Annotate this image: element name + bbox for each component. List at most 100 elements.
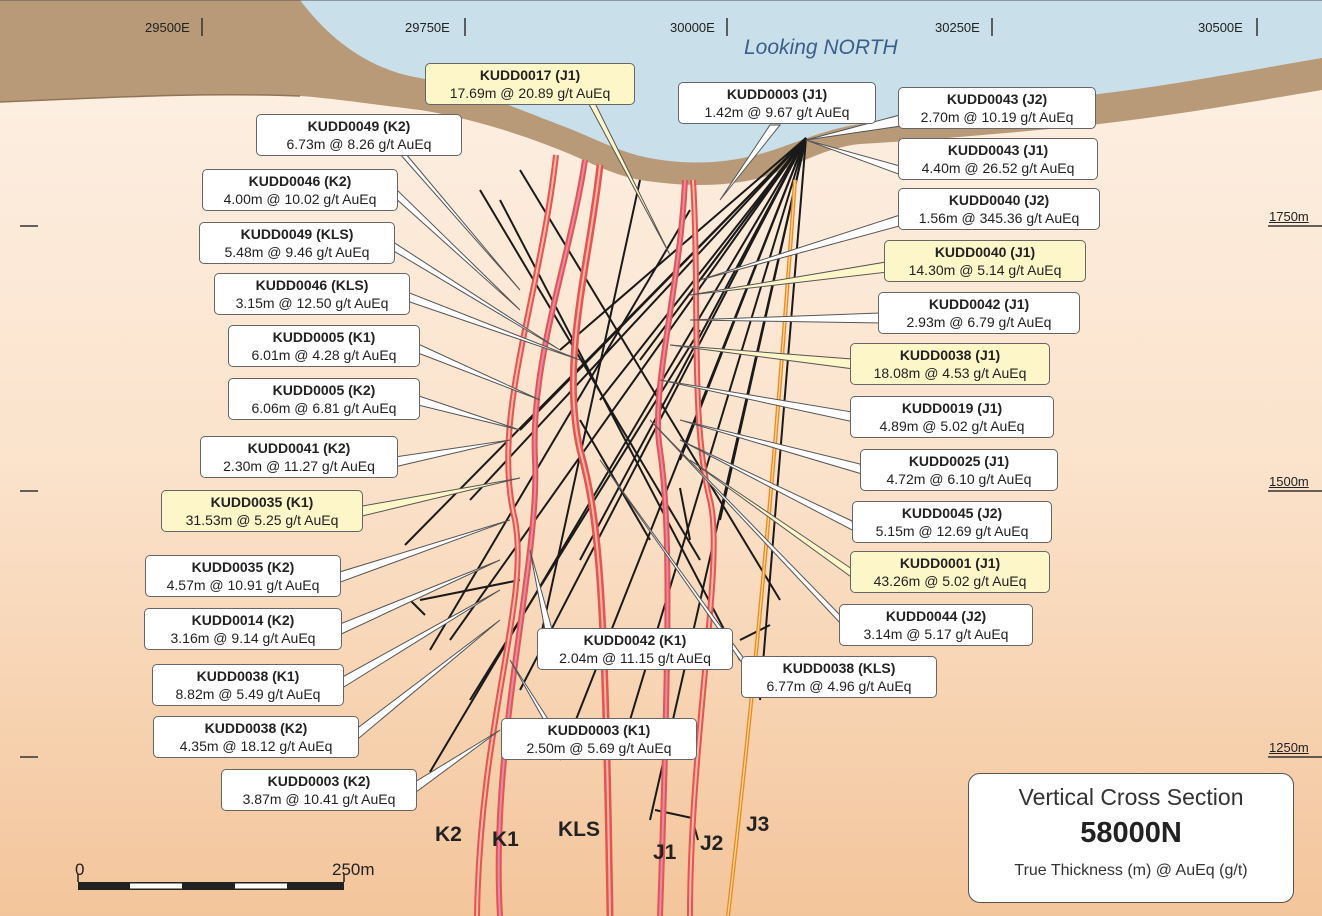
intercept-label: KUDD0046 (K2) 4.00m @ 10.02 g/t AuEq [202,169,398,211]
intercept-grade: 43.26m @ 5.02 g/t AuEq [873,573,1027,589]
scale-start-label: 0 [75,860,85,879]
hole-id: KUDD0038 (K1) [196,668,300,684]
intercept-grade: 17.69m @ 20.89 g/t AuEq [449,85,611,101]
hole-id: KUDD0038 (K2) [204,720,308,736]
section-name: 58000N [1080,817,1182,849]
elevation-label: 1250m [1269,740,1309,755]
hole-id: KUDD0005 (K1) [272,329,376,345]
intercept-grade: 18.08m @ 4.53 g/t AuEq [873,365,1027,381]
easting-label: 29750E [405,20,450,35]
vein-label-j3: J3 [746,813,770,836]
hole-id: KUDD0044 (J2) [885,608,987,624]
hole-id: KUDD0035 (K1) [210,494,314,510]
intercept-label: KUDD0038 (KLS) 6.77m @ 4.96 g/t AuEq [741,656,937,698]
intercept-grade: 4.35m @ 18.12 g/t AuEq [179,738,333,754]
intercept-label: KUDD0025 (J1) 4.72m @ 6.10 g/t AuEq [860,449,1058,491]
hole-id: KUDD0025 (J1) [908,453,1010,469]
label-leaders [332,92,909,796]
easting-label: 30250E [935,20,980,35]
intercept-label: KUDD0040 (J1) 14.30m @ 5.14 g/t AuEq [884,240,1086,282]
hole-id: KUDD0049 (K2) [307,118,411,134]
intercept-label: KUDD0043 (J2) 2.70m @ 10.19 g/t AuEq [898,87,1096,129]
hole-id: KUDD0042 (J1) [928,296,1030,312]
intercept-grade: 6.01m @ 4.28 g/t AuEq [251,347,397,363]
hole-id: KUDD0046 (KLS) [255,277,369,293]
intercept-label: KUDD0038 (K1) 8.82m @ 5.49 g/t AuEq [152,664,344,706]
intercept-label: KUDD0003 (K1) 2.50m @ 5.69 g/t AuEq [501,718,697,760]
hole-id: KUDD0042 (K1) [583,632,687,648]
intercept-grade: 31.53m @ 5.25 g/t AuEq [185,512,339,528]
intercept-grade: 4.89m @ 5.02 g/t AuEq [879,418,1025,434]
intercept-label: KUDD0044 (J2) 3.14m @ 5.17 g/t AuEq [839,604,1033,646]
intercept-label: KUDD0003 (K2) 3.87m @ 10.41 g/t AuEq [221,769,417,811]
view-direction: Looking NORTH [744,36,898,59]
hole-id: KUDD0017 (J1) [479,67,581,83]
hole-id: KUDD0043 (J1) [947,142,1049,158]
vein-label-k1: K1 [492,828,519,851]
intercept-grade: 4.57m @ 10.91 g/t AuEq [166,577,320,593]
intercept-label: KUDD0046 (KLS) 3.15m @ 12.50 g/t AuEq [214,273,410,315]
intercept-label: KUDD0042 (J1)2.93m @ 6.79 g/t AuEq [878,292,1080,334]
intercept-grade: 3.87m @ 10.41 g/t AuEq [242,791,396,807]
easting-label: 29500E [145,20,190,35]
hole-id: KUDD0046 (K2) [248,173,352,189]
ground-surface [0,0,1322,185]
intercept-grade: 2.70m @ 10.19 g/t AuEq [920,109,1074,125]
vein-label-j2: J2 [700,832,724,855]
vein-label-k2: K2 [435,823,462,846]
intercept-label: KUDD0040 (J2)1.56m @ 345.36 g/t AuEq [898,188,1100,230]
intercept-grade: 2.50m @ 5.69 g/t AuEq [526,740,672,756]
scale-end-label: 250m [332,860,375,879]
intercept-grade: 3.14m @ 5.17 g/t AuEq [863,626,1009,642]
hole-id: KUDD0038 (J1) [899,347,1001,363]
easting-ticks [201,18,1258,36]
intercept-grade: 6.06m @ 6.81 g/t AuEq [251,400,397,416]
intercept-label: KUDD0003 (J1)1.42m @ 9.67 g/t AuEq [678,82,876,124]
intercept-grade: 3.16m @ 9.14 g/t AuEq [170,630,316,646]
hole-id: KUDD0005 (K2) [272,382,376,398]
intercept-grade: 4.72m @ 6.10 g/t AuEq [886,471,1032,487]
hole-id: KUDD0019 (J1) [901,400,1003,416]
hole-id: KUDD0001 (J1) [899,555,1001,571]
intercept-grade: 6.77m @ 4.96 g/t AuEq [766,678,912,694]
intercept-label: KUDD0038 (J1) 18.08m @ 4.53 g/t AuEq [850,343,1050,385]
hole-id: KUDD0003 (K2) [267,773,371,789]
veins [474,154,797,916]
intercept-label: KUDD0049 (KLS)5.48m @ 9.46 g/t AuEq [199,222,395,264]
hole-id: KUDD0043 (J2) [946,91,1048,107]
intercept-grade: 6.73m @ 8.26 g/t AuEq [286,136,432,152]
intercept-grade: 2.04m @ 11.15 g/t AuEq [559,650,711,666]
hole-id: KUDD0040 (J1) [934,244,1036,260]
intercept-label: KUDD0017 (J1) 17.69m @ 20.89 g/t AuEq [425,63,635,105]
vein-label-j1: J1 [653,841,677,864]
intercept-label: KUDD0035 (K2) 4.57m @ 10.91 g/t AuEq [145,555,341,597]
hole-id: KUDD0003 (K1) [547,722,651,738]
scale-bar [77,874,345,890]
intercept-label: KUDD0035 (K1) 31.53m @ 5.25 g/t AuEq [161,490,363,532]
intercept-label: KUDD0042 (K1) 2.04m @ 11.15 g/t AuEq [537,628,733,670]
hole-id: KUDD0038 (KLS) [782,660,896,676]
intercept-grade: 8.82m @ 5.49 g/t AuEq [175,686,321,702]
intercept-grade: 3.15m @ 12.50 g/t AuEq [235,295,389,311]
intercept-grade: 14.30m @ 5.14 g/t AuEq [908,262,1062,278]
intercept-label: KUDD0019 (J1) 4.89m @ 5.02 g/t AuEq [850,396,1054,438]
intercept-grade: 1.42m @ 9.67 g/t AuEq [704,104,850,120]
elevation-label: 1500m [1269,474,1309,489]
intercept-label: KUDD0014 (K2)3.16m @ 9.14 g/t AuEq [144,608,342,650]
vein-label-kls: KLS [558,818,600,841]
legend-text: True Thickness (m) @ AuEq (g/t) [1014,862,1248,879]
hole-id: KUDD0045 (J2) [901,505,1003,521]
elevation-label: 1750m [1269,209,1309,224]
drillholes [404,137,807,841]
intercept-grade: 5.15m @ 12.69 g/t AuEq [875,523,1029,539]
intercept-label: KUDD0043 (J1)4.40m @ 26.52 g/t AuEq [898,138,1098,180]
intercept-grade: 4.00m @ 10.02 g/t AuEq [223,191,377,207]
hole-id: KUDD0041 (K2) [247,440,351,456]
hole-id: KUDD0035 (K2) [191,559,295,575]
easting-label: 30000E [670,20,715,35]
easting-label: 30500E [1198,20,1243,35]
intercept-label: KUDD0041 (K2)2.30m @ 11.27 g/t AuEq [200,436,398,478]
intercept-label: KUDD0045 (J2) 5.15m @ 12.69 g/t AuEq [852,501,1052,543]
